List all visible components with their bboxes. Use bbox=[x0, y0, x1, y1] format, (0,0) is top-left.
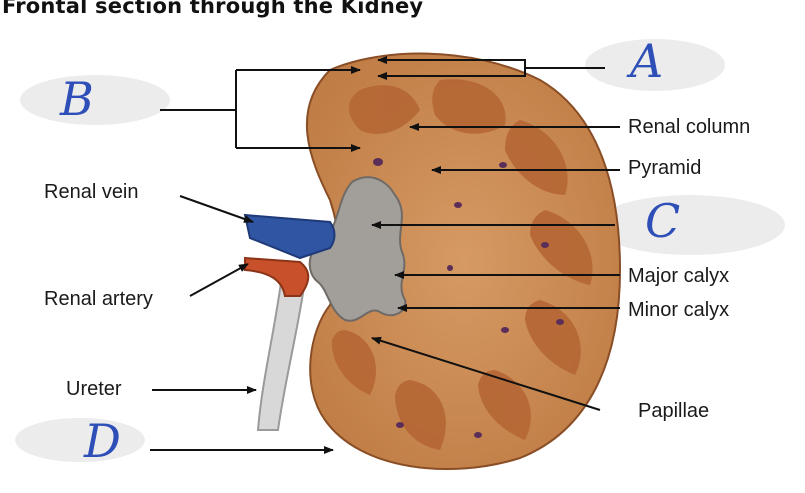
renal-artery-shape bbox=[244, 256, 310, 297]
vessel-dots bbox=[373, 158, 564, 438]
label-renal-vein: Renal vein bbox=[44, 181, 139, 203]
renal-vein-shape bbox=[243, 213, 336, 260]
handwritten-d: D bbox=[84, 414, 121, 468]
label-major-calyx: Major calyx bbox=[628, 265, 730, 287]
label-pyramid: Pyramid bbox=[628, 157, 702, 179]
label-renal-column: Renal column bbox=[628, 116, 751, 138]
diagram-title: Frontal section through the Kidney bbox=[2, 0, 424, 18]
smudge-clouds bbox=[15, 39, 785, 462]
handwritten-c: C bbox=[645, 194, 681, 248]
label-ureter: Ureter bbox=[66, 378, 122, 400]
leader-lines bbox=[150, 56, 620, 454]
label-renal-artery: Renal artery bbox=[44, 288, 153, 310]
handwritten-a: A bbox=[630, 34, 664, 88]
label-papillae: Papillae bbox=[638, 400, 710, 422]
handwritten-b: B bbox=[60, 72, 94, 126]
pyramids bbox=[331, 79, 593, 450]
label-minor-calyx: Minor calyx bbox=[628, 299, 730, 321]
